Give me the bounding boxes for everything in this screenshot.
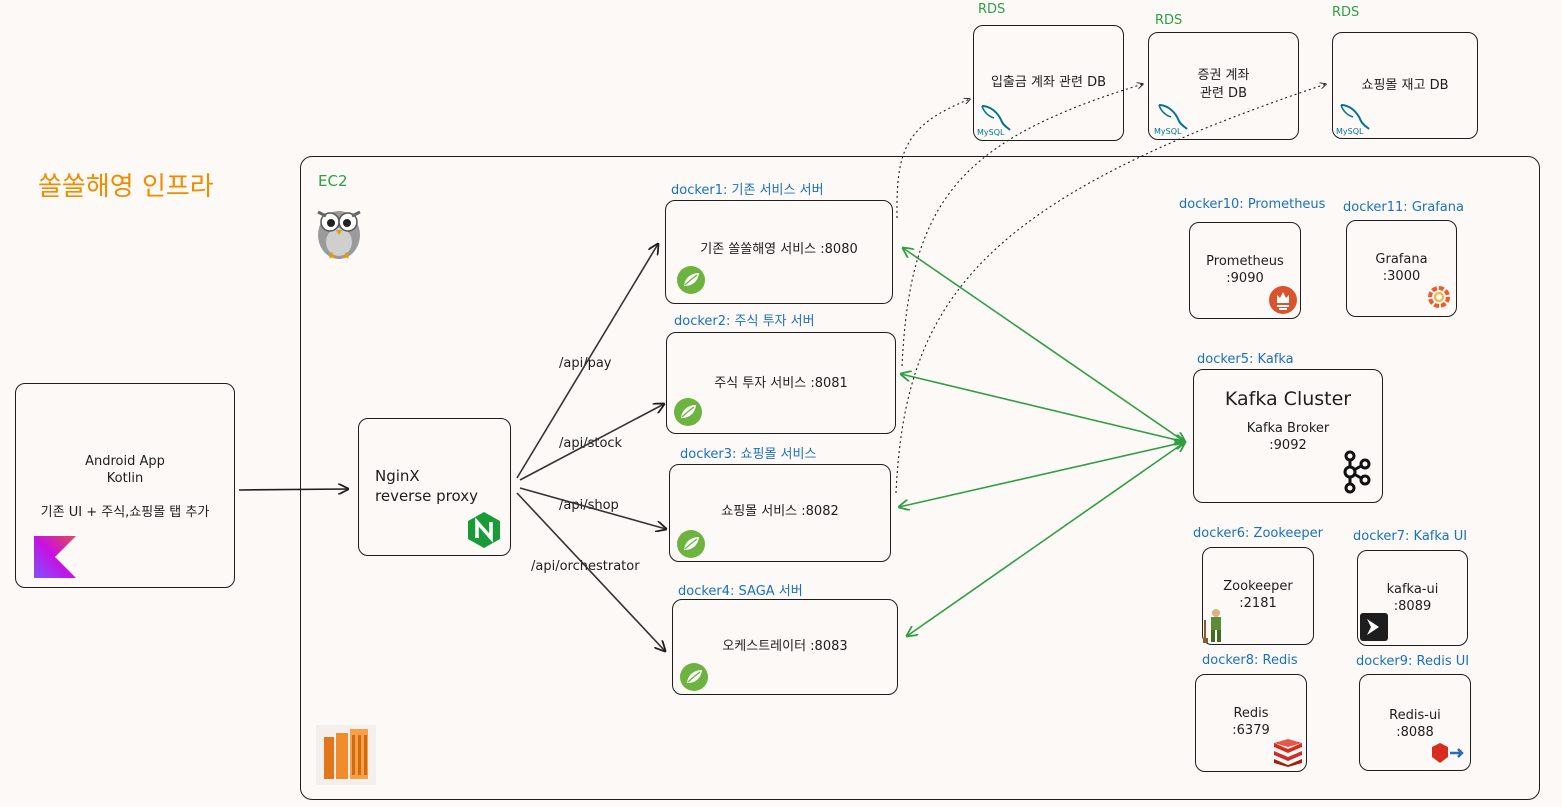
- rds-box: 쇼핑몰 재고 DB MySQL: [1332, 32, 1478, 139]
- aws-ec2-icon: [316, 725, 376, 785]
- arrow-kafka-2: [901, 374, 1185, 442]
- service-text: 주식 투자 서비스 :8081: [714, 376, 848, 391]
- kafka-line2: :9092: [1269, 438, 1307, 453]
- arrow-kafka-4: [907, 442, 1185, 636]
- mysql-logo-text: MySQL: [977, 128, 1005, 137]
- mysql-icon: MySQL: [1154, 104, 1188, 136]
- redisui-line2: :8088: [1396, 725, 1434, 740]
- kafka-icon: [1343, 450, 1371, 494]
- redis-line1: Redis: [1233, 706, 1269, 721]
- service-caption: docker2: 주식 투자 서버: [674, 314, 815, 329]
- nginx-box: NginX reverse proxy: [358, 418, 511, 556]
- arrow-android-nginx: [238, 489, 348, 490]
- arrow-shop: [519, 487, 666, 529]
- android-line3: 기존 UI + 주식,쇼핑몰 탭 추가: [40, 505, 210, 520]
- zookeeper-caption: docker6: Zookeeper: [1193, 526, 1324, 541]
- route-label: /api/shop: [559, 498, 619, 513]
- android-line2: Kotlin: [106, 471, 144, 486]
- rds-box: 입출금 계좌 관련 DB MySQL: [973, 25, 1124, 141]
- zookeeper-line2: :2181: [1239, 596, 1277, 611]
- kafka-title: Kafka Cluster: [1224, 388, 1352, 410]
- redis-ui-icon: [1432, 743, 1464, 763]
- redisui-caption: docker9: Redis UI: [1356, 654, 1470, 669]
- service-text: 쇼핑몰 서비스 :8082: [721, 504, 839, 519]
- kafkaui-line2: :8089: [1393, 599, 1432, 614]
- mysql-logo-text: MySQL: [1336, 127, 1364, 136]
- ec2-label: EC2: [318, 172, 348, 190]
- rds-line1: 증권 계좌: [1197, 68, 1250, 83]
- android-app-box: Android App Kotlin 기존 UI + 주식,쇼핑몰 탭 추가: [15, 383, 235, 588]
- rds-line1: 입출금 계좌 관련 DB: [990, 75, 1107, 90]
- dotted-rds-1: [896, 99, 970, 219]
- redis-caption: docker8: Redis: [1202, 653, 1298, 668]
- service-text: 오케스트레이터 :8083: [722, 639, 848, 654]
- prometheus-line1: Prometheus: [1206, 254, 1284, 269]
- nginx-line2: reverse proxy: [375, 487, 478, 505]
- kafkaui-box: kafka-ui :8089: [1357, 550, 1468, 646]
- mysql-icon: MySQL: [1336, 104, 1370, 136]
- page-title: 쏠쏠해영 인프라: [38, 172, 214, 202]
- kafkaui-caption: docker7: Kafka UI: [1353, 529, 1468, 544]
- zookeeper-line1: Zookeeper: [1223, 579, 1293, 594]
- rds-box: 증권 계좌 관련 DB MySQL: [1148, 32, 1299, 140]
- spring-icon: [677, 530, 705, 558]
- service-box: 주식 투자 서비스 :8081: [666, 332, 896, 434]
- service-box: 오케스트레이터 :8083: [672, 599, 898, 695]
- spring-icon: [674, 398, 702, 426]
- service-caption: docker3: 쇼핑몰 서비스: [680, 447, 817, 462]
- prometheus-box: Prometheus :9090: [1189, 222, 1301, 319]
- redis-icon: [1274, 739, 1302, 767]
- grafana-icon: [1428, 286, 1450, 308]
- kafka-ui-icon: [1360, 613, 1388, 641]
- android-line1: Android App: [85, 454, 165, 469]
- arrow-stock: [519, 404, 664, 481]
- kafka-caption: docker5: Kafka: [1197, 352, 1294, 367]
- redis-box: Redis :6379: [1195, 674, 1307, 772]
- arrow-pay: [516, 244, 658, 479]
- kafkaui-line1: kafka-ui: [1386, 582, 1439, 597]
- owl-icon: [317, 210, 361, 259]
- service-caption: docker4: SAGA 서버: [678, 584, 803, 599]
- rds-label: RDS: [1155, 13, 1183, 28]
- arrow-kafka-3: [899, 442, 1185, 507]
- spring-icon: [680, 663, 708, 691]
- arrow-orchestrator: [516, 492, 665, 651]
- rds-label: RDS: [1332, 5, 1360, 20]
- grafana-box: Grafana :3000: [1346, 220, 1457, 317]
- rds-line2: 관련 DB: [1200, 86, 1247, 101]
- dotted-rds-2: [901, 84, 1143, 367]
- rds-line1: 쇼핑몰 재고 DB: [1361, 78, 1449, 93]
- zookeeper-box: Zookeeper :2181: [1202, 547, 1314, 645]
- prometheus-line2: :9090: [1226, 271, 1264, 286]
- grafana-line2: :3000: [1382, 269, 1421, 284]
- service-box: 기존 쏠쏠해영 서비스 :8080: [665, 200, 893, 304]
- spring-icon: [677, 266, 705, 294]
- kafka-box: Kafka Cluster Kafka Broker :9092: [1193, 369, 1383, 503]
- nginx-line1: NginX: [375, 467, 420, 485]
- zookeeper-icon: [1203, 609, 1221, 643]
- redis-line2: :6379: [1232, 723, 1270, 738]
- dotted-rds-3: [895, 84, 1326, 494]
- service-caption: docker1: 기존 서비스 서버: [671, 183, 824, 198]
- arrow-kafka-1: [903, 248, 1185, 442]
- redisui-box: Redis-ui :8088: [1359, 674, 1471, 771]
- kafka-line1: Kafka Broker: [1246, 421, 1330, 436]
- service-text: 기존 쏠쏠해영 서비스 :8080: [700, 242, 858, 257]
- mysql-logo-text: MySQL: [1154, 127, 1182, 136]
- grafana-line1: Grafana: [1375, 252, 1428, 267]
- kotlin-icon: [34, 536, 76, 578]
- rds-label: RDS: [978, 2, 1006, 17]
- mysql-icon: MySQL: [977, 105, 1011, 137]
- redisui-line1: Redis-ui: [1389, 708, 1441, 723]
- nginx-icon: [468, 512, 500, 548]
- prometheus-caption: docker10: Prometheus: [1179, 197, 1326, 212]
- grafana-caption: docker11: Grafana: [1343, 200, 1464, 215]
- prometheus-icon: [1269, 286, 1297, 314]
- service-box: 쇼핑몰 서비스 :8082: [669, 464, 891, 562]
